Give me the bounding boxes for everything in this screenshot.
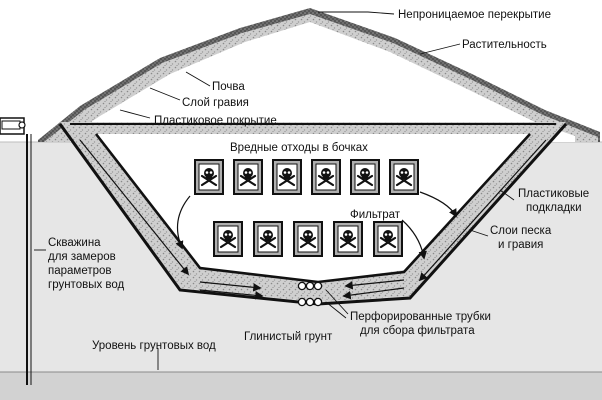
flow-arrow xyxy=(79,139,190,276)
skull-crossbones-icon xyxy=(278,168,296,187)
label-well-2: для замеров xyxy=(48,251,116,263)
skull-crossbones-icon xyxy=(356,168,374,187)
label-soil: Почва xyxy=(212,81,245,93)
skull-crossbones-icon xyxy=(219,230,237,249)
flow-arrow xyxy=(344,279,405,290)
label-sand-gravel-1: Слои песка xyxy=(490,225,552,237)
leader-liners xyxy=(499,189,515,201)
leader-sand-gravel xyxy=(469,229,489,237)
waste-barrel xyxy=(213,221,243,257)
skull-crossbones-icon xyxy=(379,230,397,249)
waste-barrel xyxy=(333,221,363,257)
label-groundwater-level: Уровень грунтовых вод xyxy=(92,340,216,352)
label-impermeable-cover: Непроницаемое перекрытие xyxy=(398,9,551,21)
waste-barrel xyxy=(389,159,419,195)
label-hazardous-waste: Вредные отходы в бочках xyxy=(230,142,368,154)
label-well-4: грунтовых вод xyxy=(48,279,125,291)
skull-crossbones-icon xyxy=(259,230,277,249)
flow-arrow xyxy=(199,289,264,300)
label-plastic-cover: Пластиковое покрытие xyxy=(154,115,277,127)
label-plastic-liners-1: Пластиковые xyxy=(518,188,589,200)
skull-crossbones-icon xyxy=(395,168,413,187)
groundwater-band xyxy=(0,372,602,400)
waste-barrel xyxy=(233,159,263,195)
label-gravel-layer: Слой гравия xyxy=(182,97,249,109)
flow-arrow xyxy=(199,281,262,292)
label-perforated-pipes-1: Перфорированные трубки xyxy=(350,311,491,323)
label-clay-soil: Глинистый грунт xyxy=(244,331,333,343)
skull-crossbones-icon xyxy=(299,230,317,249)
leader-soil xyxy=(185,71,211,87)
leader-vegetation xyxy=(419,43,461,55)
waste-barrel xyxy=(293,221,323,257)
waste-barrel xyxy=(373,221,403,257)
perforated-pipes xyxy=(297,281,323,307)
label-vegetation: Растительность xyxy=(462,39,547,51)
waste-barrel xyxy=(311,159,341,195)
filtrate-arrow xyxy=(175,195,191,250)
label-sand-gravel-2: и гравия xyxy=(498,239,543,251)
skull-crossbones-icon xyxy=(317,168,335,187)
skull-crossbones-icon xyxy=(200,168,218,187)
label-plastic-liners-2: подкладки xyxy=(526,202,582,214)
filtrate-arrow xyxy=(401,219,427,260)
leader-gravel xyxy=(149,87,181,101)
skull-crossbones-icon xyxy=(339,230,357,249)
leader-pipes-2 xyxy=(325,301,347,319)
label-well-1: Скважина xyxy=(48,237,101,249)
leader-pipes xyxy=(325,289,349,315)
hill-interior xyxy=(70,22,575,142)
flow-arrow xyxy=(418,139,547,282)
label-well-3: параметров xyxy=(48,265,112,277)
label-perforated-pipes-2: для сбора фильтрата xyxy=(360,325,475,337)
waste-barrel xyxy=(272,159,302,195)
leader-plastic-cover xyxy=(119,109,151,119)
skull-crossbones-icon xyxy=(239,168,257,187)
waste-barrel xyxy=(350,159,380,195)
leader-impermeable xyxy=(318,11,395,15)
waste-barrel xyxy=(194,159,224,195)
hazardous-barrels xyxy=(194,159,419,257)
label-filtrate: Фильтрат xyxy=(350,209,401,221)
waste-barrel xyxy=(253,221,283,257)
flow-arrow xyxy=(342,287,405,300)
filtrate-arrow xyxy=(419,191,457,218)
monitoring-well xyxy=(0,117,32,385)
